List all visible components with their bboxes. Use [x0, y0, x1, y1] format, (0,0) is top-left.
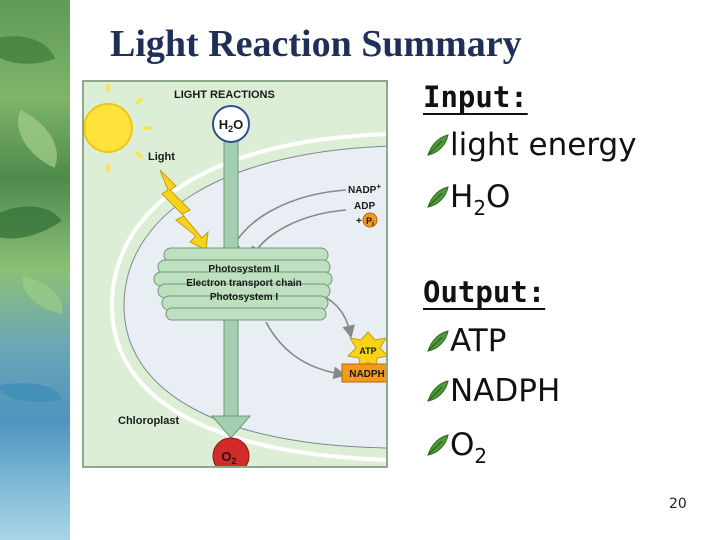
chloroplast-label: Chloroplast — [118, 415, 179, 427]
output-item-text: ATP — [450, 323, 507, 359]
leaf-shape — [0, 374, 62, 411]
diagram-heading: LIGHT REACTIONS — [174, 89, 275, 101]
input-heading: Input: — [423, 80, 528, 114]
green-leaf-bullet-icon — [427, 434, 449, 456]
phosphate-circle — [362, 212, 378, 228]
output-item-text: O2 — [450, 427, 488, 468]
sun-icon — [84, 84, 152, 172]
h2o-molecule — [212, 105, 250, 143]
leaf-shape — [17, 276, 68, 314]
membrane-label-ps2: Photosystem II — [208, 264, 279, 275]
output-arrow-nadph — [265, 321, 347, 380]
light-label: Light — [148, 151, 175, 163]
leaf-shape — [0, 20, 56, 80]
pi-label: Pi — [366, 216, 374, 228]
diagram-svg: LIGHT REACTIONS H2O Light NADP+ ADP + Pi… — [84, 84, 386, 466]
chloroplast-outer-membrane — [109, 132, 386, 462]
page-number: 20 — [669, 496, 687, 512]
input-item-text: light energy — [450, 127, 637, 163]
slide-title: Light Reaction Summary — [110, 23, 522, 65]
o2-label: O2 — [221, 449, 236, 466]
membrane-label-ps1: Photosystem I — [210, 292, 279, 303]
decorative-leaf-band — [0, 0, 71, 540]
green-leaf-bullet-icon — [427, 330, 449, 352]
adp-label: ADP — [354, 201, 375, 212]
nadp-label: NADP+ — [348, 182, 381, 196]
membrane-label-etc: Electron transport chain — [186, 278, 302, 289]
output-item-nadph: NADPH — [426, 373, 561, 409]
green-leaf-bullet-icon — [427, 134, 449, 156]
h2o-label: H2O — [219, 117, 244, 134]
output-item-atp: ATP — [426, 323, 507, 359]
atp-badge-shape — [346, 331, 386, 372]
o2-molecule — [212, 437, 250, 466]
nadph-badge-label: NADPH — [349, 369, 385, 380]
input-item-light-energy: light energy — [426, 127, 637, 163]
nadph-badge-shape — [341, 363, 386, 383]
green-leaf-bullet-icon — [427, 186, 449, 208]
leaf-shape — [4, 110, 71, 168]
light-reactions-diagram: LIGHT REACTIONS H2O Light NADP+ ADP + Pi… — [82, 80, 388, 468]
atp-badge-label: ATP — [359, 346, 376, 356]
pi-prefix: + — [356, 216, 362, 227]
input-item-text: H2O — [450, 179, 511, 220]
leaf-shape — [0, 183, 62, 262]
green-leaf-bullet-icon — [427, 380, 449, 402]
output-heading: Output: — [423, 275, 546, 309]
input-item-h2o: H2O — [426, 179, 511, 220]
output-item-o2: O2 — [426, 427, 488, 468]
thylakoid-stack — [153, 247, 333, 321]
output-item-text: NADPH — [450, 373, 561, 409]
